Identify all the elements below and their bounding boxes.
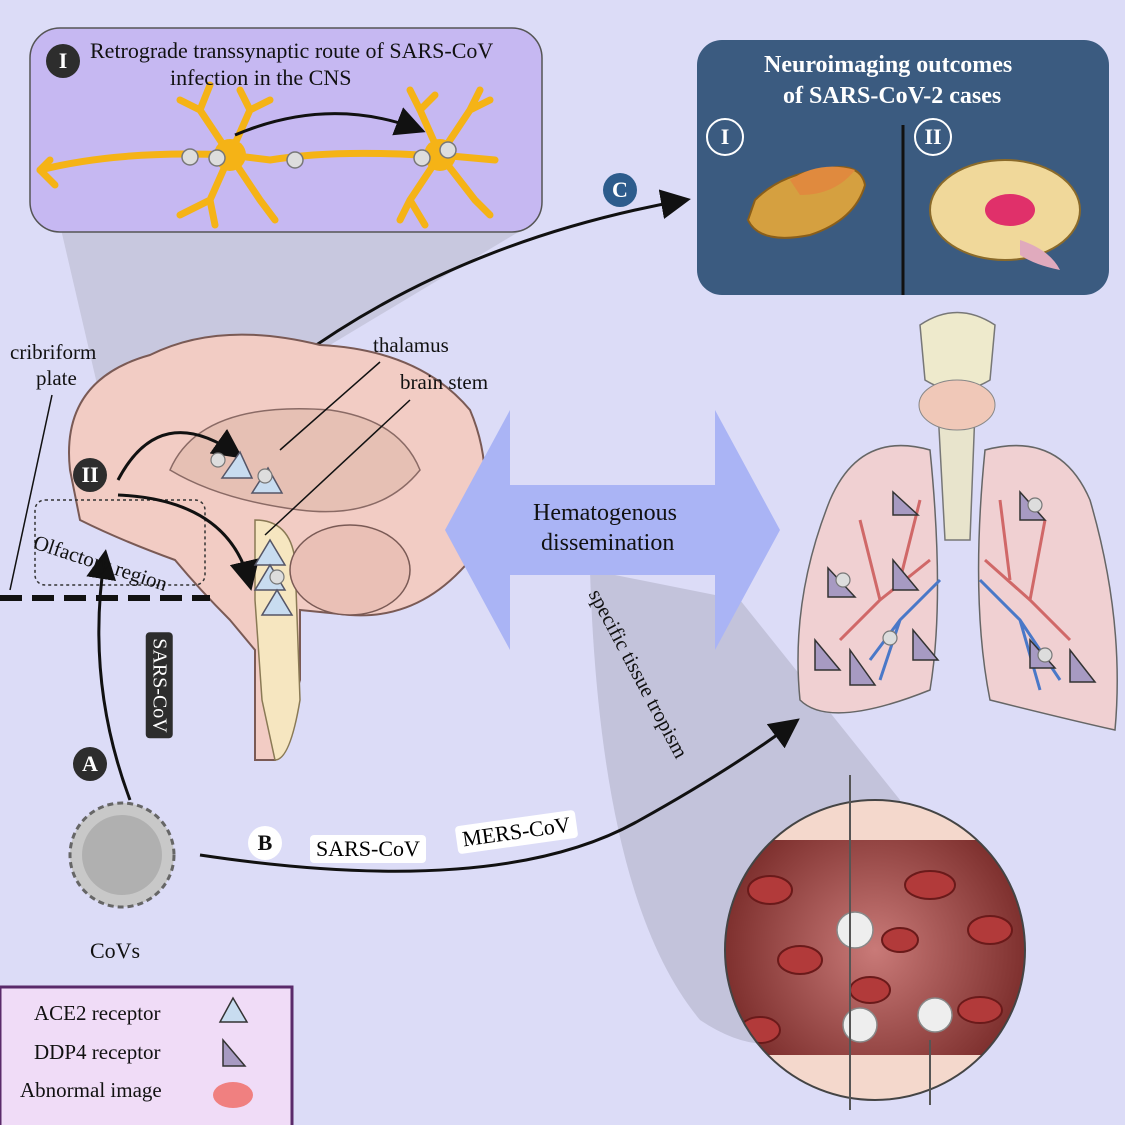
left-lung xyxy=(977,444,1118,731)
panel-i-title-line2: infection in the CNS xyxy=(170,65,352,90)
hematogenous-double-arrow xyxy=(445,410,780,650)
neuron-panel xyxy=(29,27,543,233)
ace2-triangle-icon xyxy=(218,996,249,1023)
panel-i-badge: I xyxy=(46,44,80,78)
larynx xyxy=(919,311,996,391)
sars-vertical-label: SARS-CoV xyxy=(145,632,173,739)
cerebellum xyxy=(289,524,411,616)
right-lung xyxy=(797,444,939,714)
virus-label: CoVs xyxy=(90,938,141,963)
neuron-transport-arrow xyxy=(234,107,426,137)
neuroimaging-title-line2: of SARS-CoV-2 cases xyxy=(783,83,1002,109)
cribriform-label-line2: plate xyxy=(36,366,77,390)
neuroimaging-badge-i: I xyxy=(706,118,744,156)
hematogenous-label-line2: dissemination xyxy=(541,530,675,556)
route-c-badge: C xyxy=(603,173,637,207)
thyroid xyxy=(918,379,996,431)
route-c-arrow xyxy=(294,189,691,362)
legend-label-abnormal: Abnormal image xyxy=(20,1078,162,1102)
neuroimaging-badge-ii: II xyxy=(914,118,952,156)
route-b-badge: B xyxy=(248,826,282,860)
route-a-arrow xyxy=(86,549,132,801)
hematogenous-label-line1: Hematogenous xyxy=(533,500,677,526)
neuroimaging-title-line1: Neuroimaging outcomes xyxy=(764,52,1013,78)
ddp4-triangle-icon xyxy=(222,1037,247,1067)
brain-stem-label: brain stem xyxy=(400,370,489,394)
route-a-badge: A xyxy=(73,747,107,781)
thalamus-label: thalamus xyxy=(373,333,449,357)
blood-vessel-view xyxy=(725,800,1025,1100)
coronavirus-icon xyxy=(68,801,176,909)
olfactory-box xyxy=(34,499,206,586)
panel-i-title-line1: Retrograde transsynaptic route of SARS-C… xyxy=(90,38,494,63)
route-b-arrow xyxy=(199,718,800,873)
brain-route-badge: II xyxy=(73,458,107,492)
cribriform-label-line1: cribriform xyxy=(10,340,97,364)
abnormal-ellipse-icon xyxy=(213,1082,253,1108)
sars-b-label: SARS-CoV xyxy=(310,835,426,863)
legend-label-ace2: ACE2 receptor xyxy=(34,1001,161,1025)
legend-label-ddp4: DDP4 receptor xyxy=(34,1040,161,1064)
